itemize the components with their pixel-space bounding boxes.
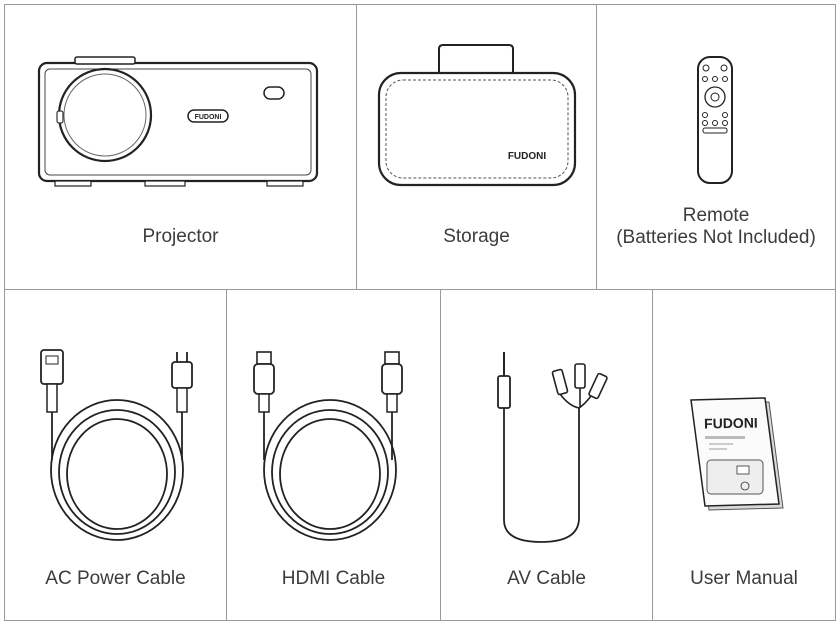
manual-brand-text: FUDONI: [704, 415, 758, 432]
remote-cell: Remote (Batteries Not Included): [596, 4, 836, 290]
av-cable-illustration: [497, 352, 608, 543]
user-manual-illustration: FUDONI: [690, 397, 784, 511]
ac-power-cable-illustration: [40, 349, 193, 541]
projector-brand-text: FUDONI: [195, 114, 222, 121]
hdmi-cable-cell: HDMI Cable: [226, 289, 441, 621]
hdmi-cable-illustration: [253, 351, 403, 541]
user-manual-cell: FUDONI User Manual: [652, 289, 836, 621]
ac-power-cable-cell: AC Power Cable: [4, 289, 227, 621]
storage-label: Storage: [443, 226, 510, 247]
storage-case-illustration: FUDONI: [377, 44, 577, 187]
hdmi-cable-label: HDMI Cable: [281, 568, 386, 589]
ac-power-cable-label: AC Power Cable: [45, 568, 186, 589]
av-cable-cell: AV Cable: [440, 289, 653, 621]
storage-brand-text: FUDONI: [508, 151, 547, 162]
projector-label: Projector: [142, 226, 219, 247]
storage-cell: FUDONI Storage: [356, 4, 597, 290]
user-manual-label: User Manual: [690, 568, 798, 589]
remote-sublabel: (Batteries Not Included): [616, 227, 816, 248]
projector-illustration: FUDONI: [37, 56, 319, 187]
remote-illustration: [697, 56, 733, 184]
projector-cell: FUDONI Projector: [4, 4, 357, 290]
av-cable-label: AV Cable: [507, 568, 586, 589]
remote-label: Remote: [682, 205, 750, 226]
